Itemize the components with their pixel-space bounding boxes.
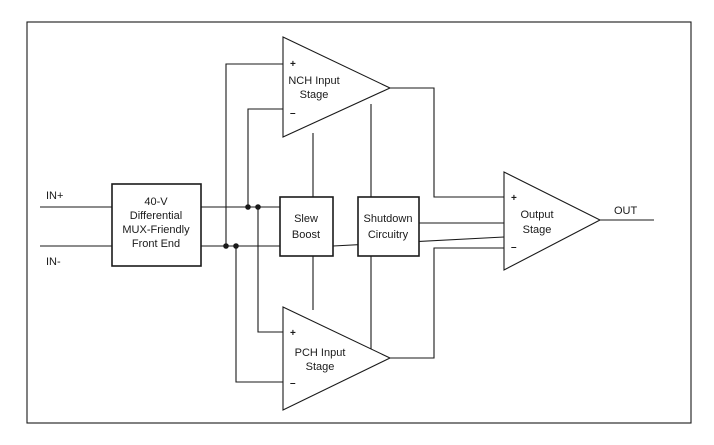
nch-plus-sign: +: [290, 59, 296, 70]
pch-stage-label-1: PCH Input: [295, 347, 346, 359]
output-minus-sign: –: [511, 242, 517, 253]
nch-minus-sign: –: [290, 108, 296, 119]
output-plus-sign: +: [511, 193, 517, 204]
signal-wires: [40, 63, 654, 383]
slew-boost-label-1: Slew: [294, 213, 318, 225]
pch-input-stage-amplifier: [282, 306, 392, 411]
nch-input-stage-amplifier: [282, 36, 392, 138]
front-end-block: [111, 183, 202, 267]
pch-plus-sign: +: [290, 328, 296, 339]
junction-dot: [233, 243, 239, 249]
pch-stage-label-2: Stage: [306, 361, 335, 373]
output-stage-label-2: Stage: [523, 224, 552, 236]
junction-dot: [255, 204, 261, 210]
output-stage-label-1: Output: [520, 209, 553, 221]
shutdown-label-1: Shutdown: [364, 213, 413, 225]
pch-minus-sign: –: [290, 378, 296, 389]
in-plus-label: IN+: [46, 190, 63, 202]
shutdown-circuitry-block: [357, 196, 420, 257]
front-end-label-4: Front End: [132, 238, 180, 250]
slew-boost-block: [279, 196, 334, 257]
nch-stage-label-2: Stage: [300, 89, 329, 101]
output-stage-amplifier: [503, 171, 602, 271]
front-end-label-3: MUX-Friendly: [122, 224, 190, 236]
slew-boost-label-2: Boost: [292, 229, 320, 241]
junction-dot: [223, 243, 229, 249]
out-label: OUT: [614, 205, 638, 217]
front-end-label-1: 40-V: [144, 196, 168, 208]
shutdown-label-2: Circuitry: [368, 229, 409, 241]
in-minus-label: IN-: [46, 256, 61, 268]
junction-dot: [245, 204, 251, 210]
front-end-label-2: Differential: [130, 210, 182, 222]
nch-stage-label-1: NCH Input: [288, 75, 339, 87]
